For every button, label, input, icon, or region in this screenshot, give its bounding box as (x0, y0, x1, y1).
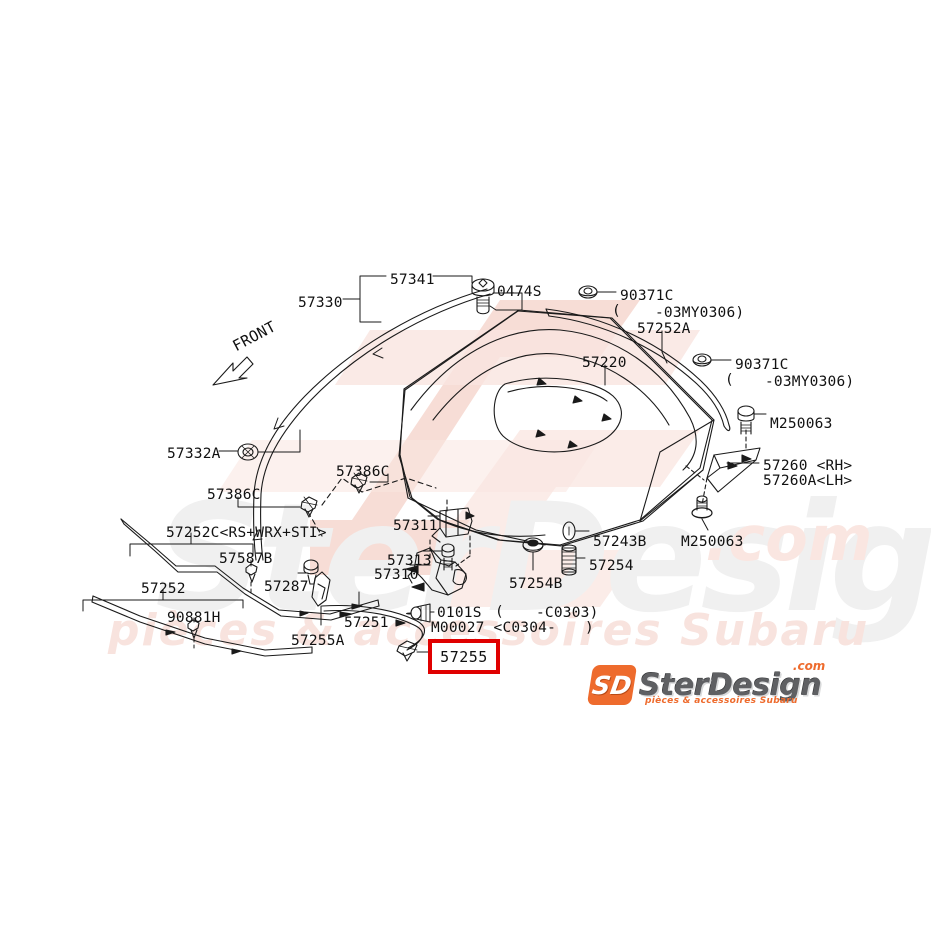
hood-seal-57330 (252, 288, 491, 561)
clip-57386c-left (350, 472, 368, 494)
bolt-0474s (471, 278, 495, 315)
part-label-l18: 57386C (207, 487, 261, 503)
part-label-l23: 57287 (264, 579, 309, 595)
part-label-l34: 57254B (509, 576, 563, 592)
leader-lines (82, 275, 767, 653)
svg-text:SterDesign: SterDesign (155, 472, 931, 646)
part-label-l09: 90371C (735, 357, 789, 373)
part-label-l31: -C0303) (536, 605, 599, 621)
rod-57252 (91, 595, 313, 657)
part-label-l04: 90371C (620, 288, 674, 304)
part-label-l11: -03MY0306) (765, 374, 855, 390)
cable-route-dashed (307, 477, 437, 537)
sterdesign-logo: SD SterDesign .com pièces & accessoires … (586, 659, 825, 706)
part-label-l25: 57251 (344, 615, 389, 631)
cable-57251 (321, 603, 426, 651)
bracket-57311 (429, 499, 475, 567)
part-label-l27: 57313 (387, 553, 432, 569)
seal-57252a (545, 308, 731, 432)
logo-wordmark: SterDesign (639, 667, 822, 703)
part-label-l10: ( (725, 372, 734, 388)
grommet-90371c-upper (578, 285, 598, 299)
grommet-57332a (237, 443, 259, 461)
grommet-57254b (522, 537, 544, 553)
pink-sd-monogram-watermark (218, 300, 700, 607)
part-label-l33: ) (585, 620, 594, 636)
part-label-l30: ( (495, 604, 504, 620)
part-label-l13: 57260 <RH> (763, 458, 853, 474)
part-label-l22: 90881H (167, 610, 221, 626)
hinge-57260 (685, 429, 761, 506)
striker-57255a (311, 571, 331, 607)
hood-panel (398, 309, 715, 547)
bolt-m250063-bottom (691, 495, 713, 519)
part-label-l29: 0101S (437, 605, 482, 621)
logo-tagline: pièces & accessoires Subaru (645, 695, 798, 706)
pink-dotcom-watermark: .com (705, 502, 873, 575)
part-label-l16: 57332A (167, 446, 221, 462)
part-label-l28: 57310 (374, 567, 419, 583)
grey-sterdesign-watermark: SterDesign (155, 472, 931, 646)
part-label-l20: 57587B (219, 551, 273, 567)
part-label-l07: 57252A (637, 321, 691, 337)
part-label-l26: 57311 (393, 518, 438, 534)
sd-monogram-text: SD (590, 670, 634, 700)
sd-monogram-icon: SD (586, 665, 638, 705)
front-arrow-icon (212, 356, 254, 386)
grommet-90371c-lower (692, 353, 712, 367)
part-label-l01: 57330 (298, 295, 343, 311)
part-label-l03: 0474S (497, 284, 542, 300)
part-label-l06: ( (612, 303, 621, 319)
part-label-l35: 57243B (593, 534, 647, 550)
part-label-l08: 57220 (582, 355, 627, 371)
highlighted-part-57255[interactable]: 57255 (428, 639, 500, 674)
part-label-l02: 57341 (390, 272, 435, 288)
part-label-l05: -03MY0306) (655, 305, 745, 321)
highlighted-part-number: 57255 (440, 647, 488, 666)
part-label-l36: 57254 (589, 558, 634, 574)
clip-57386c-right (300, 496, 318, 518)
part-label-l14: 57260A<LH> (763, 473, 853, 489)
latch-57310 (405, 547, 467, 596)
bolt-m250063-top (737, 405, 755, 435)
part-label-l24: 57255A (291, 633, 345, 649)
bush-57254 (561, 544, 577, 576)
part-label-l21: 57252 (141, 581, 186, 597)
part-label-l12: M250063 (770, 416, 833, 432)
part-label-l17: 57386C (336, 464, 390, 480)
part-label-l32: M00027 <C0304- (431, 620, 557, 636)
svg-text:.com: .com (705, 502, 873, 575)
logo-dotcom: .com (792, 658, 826, 673)
part-label-l15: M250063 (681, 534, 744, 550)
cable-end-57255 (396, 640, 418, 662)
bolt-0101s (405, 603, 431, 623)
part-label-l19: 57252C<RS+WRX+STI> (166, 525, 327, 541)
